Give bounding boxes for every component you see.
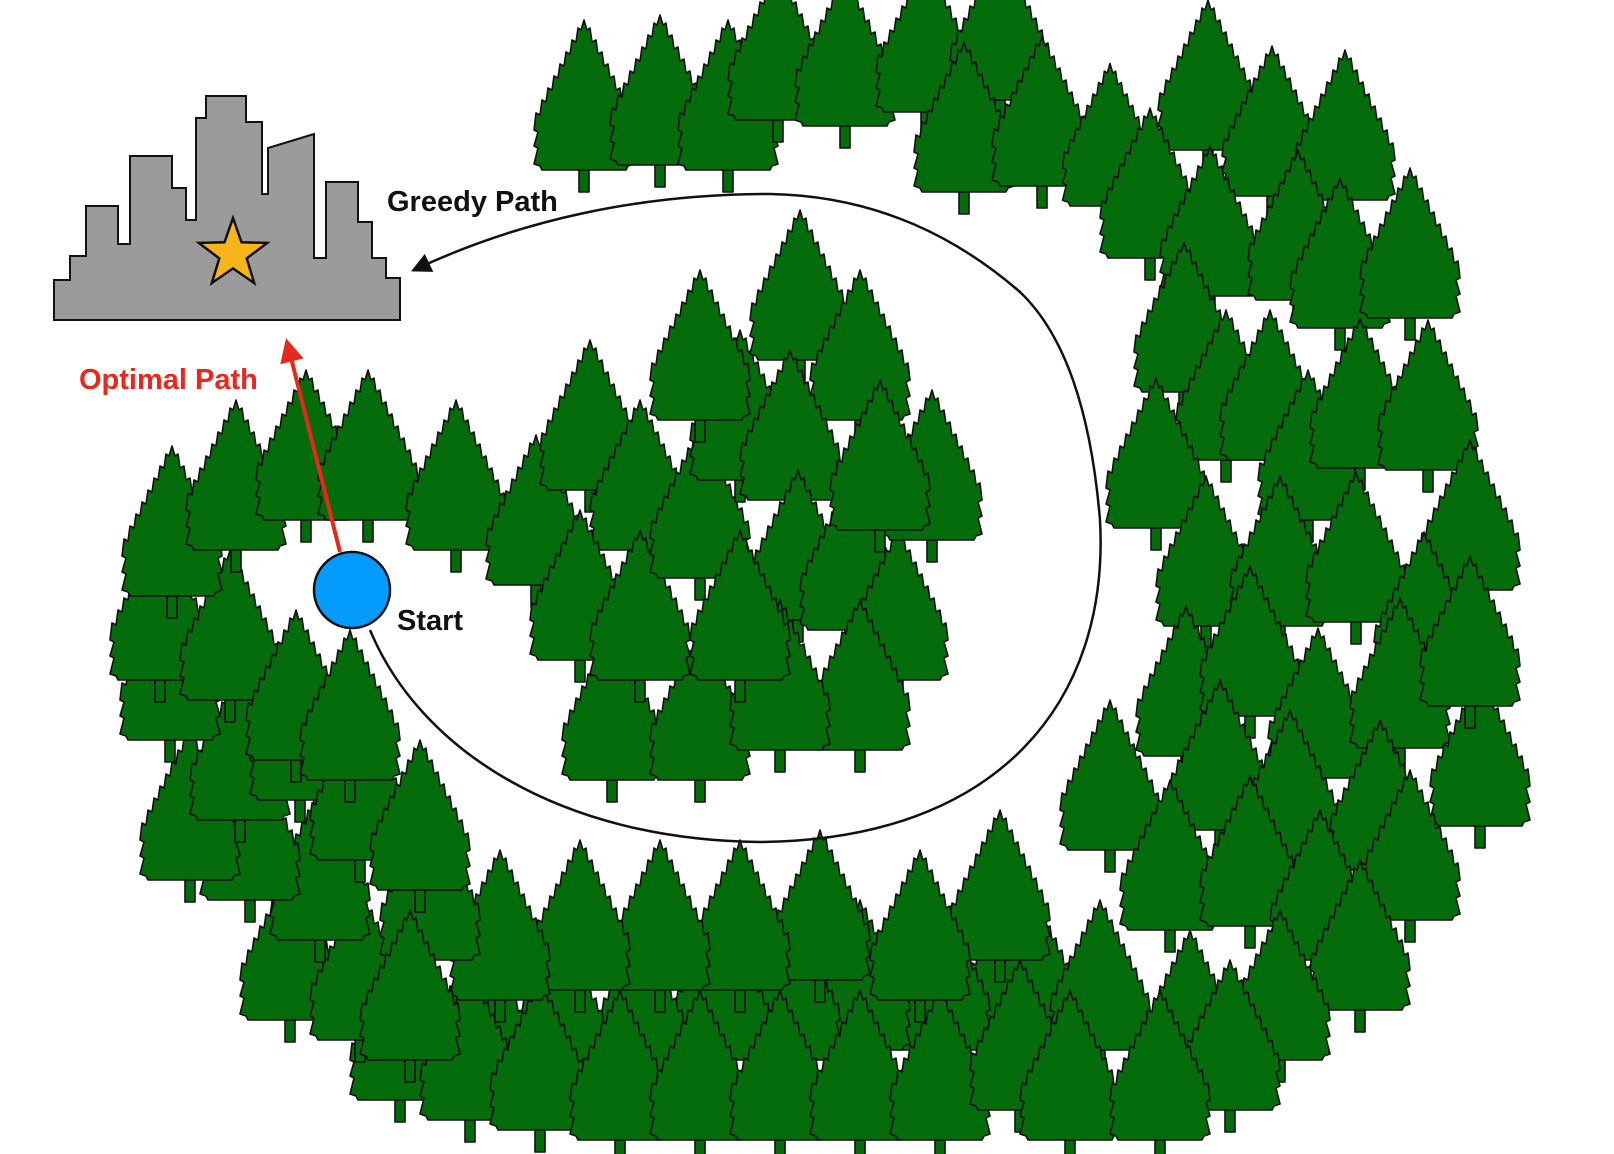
start-circle-icon	[312, 550, 392, 630]
city-skyline-icon	[53, 95, 401, 321]
optimal-path-label: Optimal Path	[79, 364, 258, 396]
star-icon	[195, 214, 271, 287]
optimal-path-arrow	[280, 338, 342, 553]
pine-tree-icon	[869, 849, 971, 1023]
start-label: Start	[397, 605, 463, 637]
pine-tree-icon	[649, 269, 751, 443]
greedy-path-line	[368, 192, 1102, 844]
greedy-path-label: Greedy Path	[387, 186, 558, 218]
